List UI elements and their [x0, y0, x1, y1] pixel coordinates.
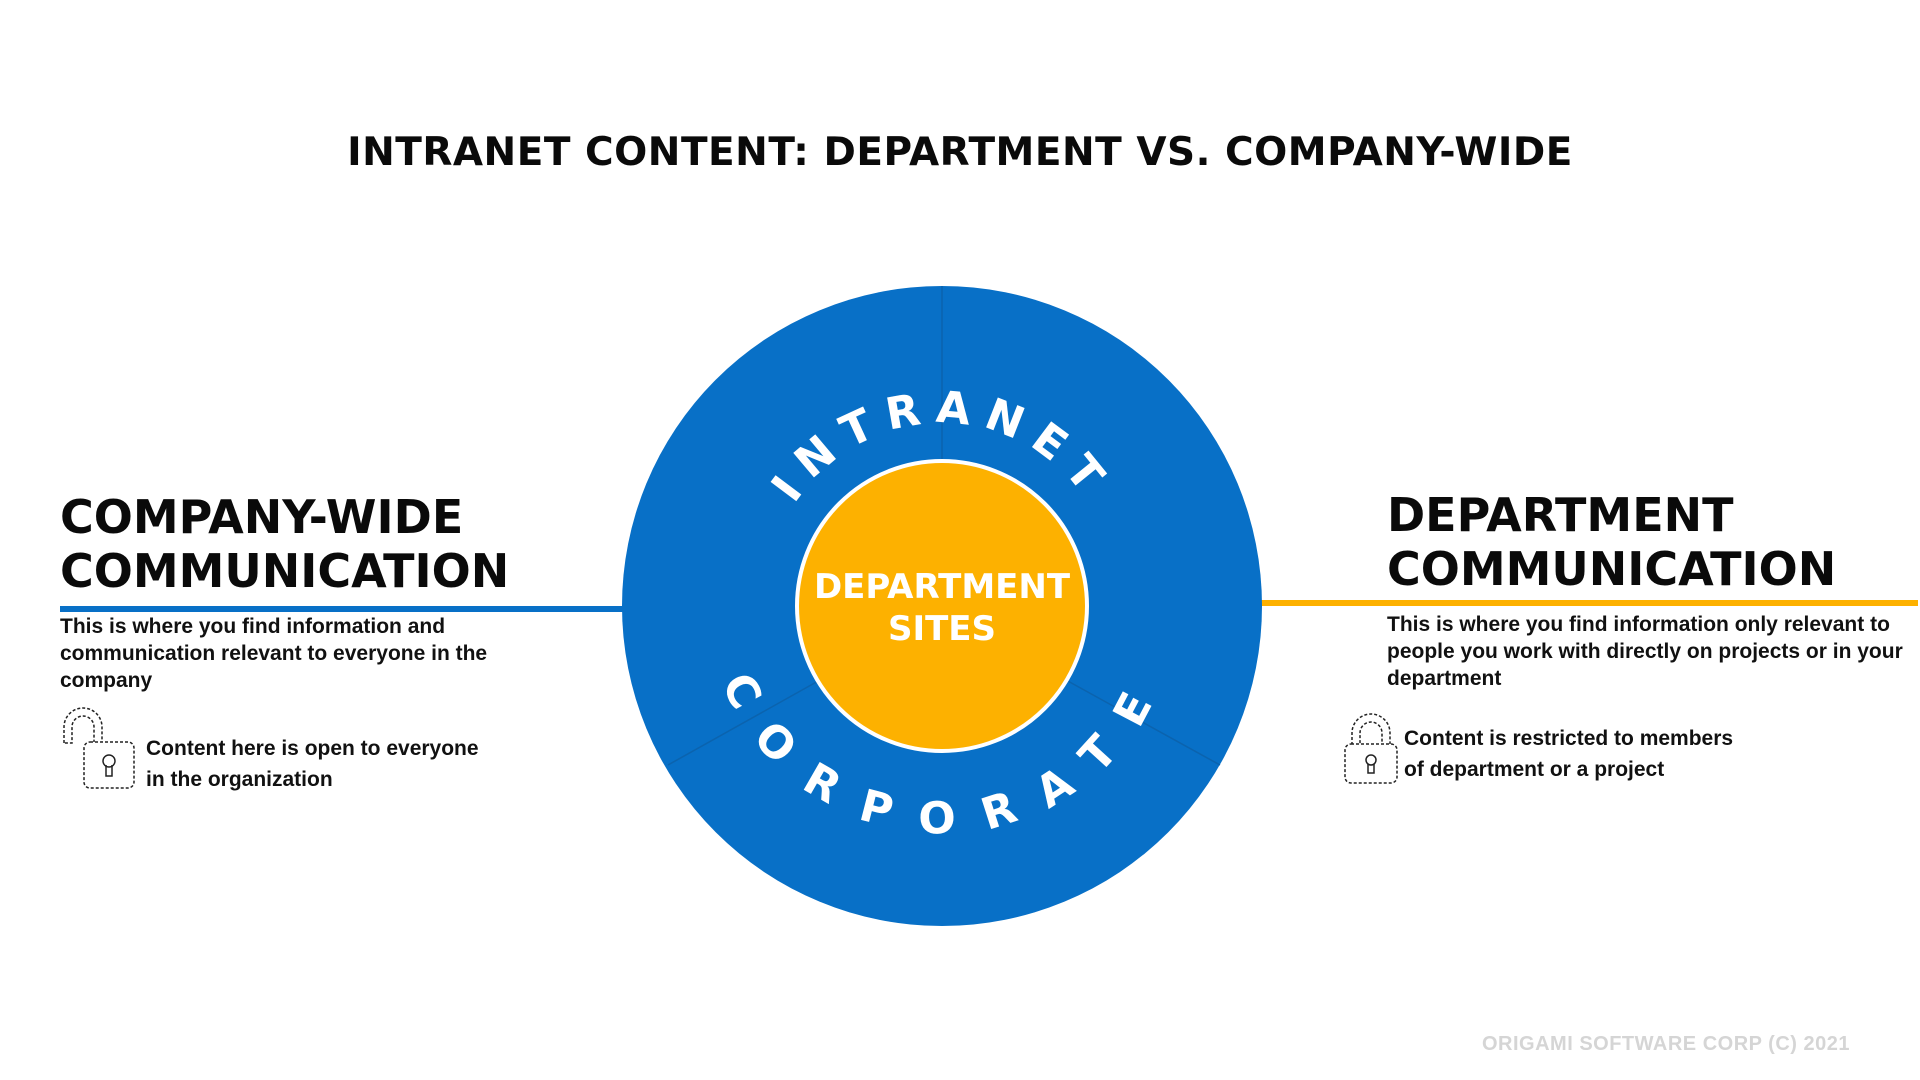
company-wide-description: This is where you find information and c…: [60, 615, 488, 692]
center-label-line1: DEPARTMENT: [814, 567, 1071, 607]
company-wide-note-line2: in the organization: [146, 768, 333, 791]
copyright-footer: ORIGAMI SOFTWARE CORP (C) 2021: [1481, 1033, 1850, 1055]
department-description: This is where you find information only …: [1387, 613, 1903, 690]
company-wide-heading-line1: COMPANY-WIDE: [60, 490, 464, 544]
ring-divider-right: [1065, 679, 1221, 766]
department-note-line2: of department or a project: [1404, 758, 1665, 781]
department-heading-line1: DEPARTMENT: [1387, 488, 1734, 542]
company-wide-heading: COMPANY-WIDE COMMUNICATION: [60, 490, 509, 598]
page-title: INTRANET CONTENT: DEPARTMENT VS. COMPANY…: [347, 130, 1573, 175]
department-heading: DEPARTMENT COMMUNICATION: [1387, 488, 1836, 596]
department-access-note: Content is restricted to members of depa…: [1404, 723, 1733, 785]
company-wide-note-line1: Content here is open to everyone: [146, 737, 479, 760]
company-wide-heading-line2: COMMUNICATION: [60, 544, 510, 598]
department-note-line1: Content is restricted to members: [1404, 727, 1734, 750]
unlocked-padlock-icon: [63, 707, 135, 789]
ring-divider-left: [667, 679, 821, 766]
center-label-line2: SITES: [888, 609, 996, 649]
department-heading-line2: COMMUNICATION: [1387, 542, 1837, 596]
company-wide-access-note: Content here is open to everyone in the …: [146, 733, 479, 795]
department-sites-circle: [795, 459, 1089, 753]
locked-padlock-icon: [1344, 713, 1398, 784]
